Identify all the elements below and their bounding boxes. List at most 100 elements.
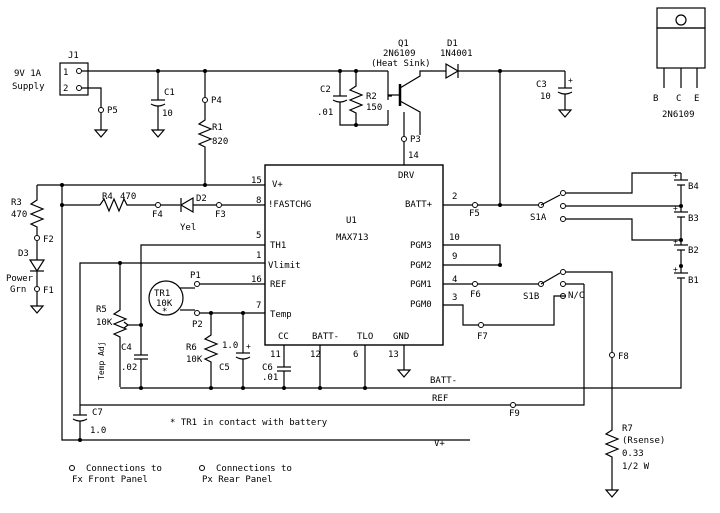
c4-ref: C4 [121,343,132,353]
p1-label: P1 [190,271,201,281]
f1-label: F1 [43,286,54,296]
d3-ref: D3 [18,249,29,259]
tr1-mark: * [162,307,167,317]
f6-label: F6 [470,290,481,300]
pin-2-num: 2 [452,192,457,202]
d2-color: Yel [180,223,196,233]
pin-pgm3-name: PGM3 [410,241,432,251]
r6-resistor: R6 10K [186,313,219,388]
c4-value: .02 [121,363,137,373]
f4-label: F4 [152,210,163,220]
r7-resistor: R7 (Rsense) 0.33 1/2 W [622,424,665,472]
r2-value: 150 [366,103,382,113]
c2-r2-group: C2 .01 R2 150 [317,69,388,127]
pin-temp-name: Temp [270,310,292,320]
c2-ref: C2 [320,85,331,95]
pin-1-num: 1 [256,251,261,261]
d2-led: D2 Yel [161,194,216,233]
r1-resistor: P4 R1 820 [197,69,228,185]
d2-ref: D2 [196,194,207,204]
svg-text:+: + [673,204,678,213]
q1-transistor: Q1 2N6109 (Heat Sink) [371,39,440,135]
pin-8-num: 8 [256,196,261,206]
u1-chip: U1 MAX713 14 DRV 15 V+ 8 !FASTCHG 5 TH1 … [251,151,460,360]
pin-cc-name: CC [278,332,289,342]
q1-note: (Heat Sink) [371,59,431,69]
d1-part: 1N4001 [440,49,473,59]
r3-resistor: R3 470 [11,185,45,235]
s1b-nc: N/C [568,291,584,301]
p3-label: P3 [410,135,421,145]
net-ref: REF [432,394,448,404]
pin-4-num: 4 [452,275,457,285]
pin-battminus-name: BATT- [312,332,339,342]
pin-th1-name: TH1 [270,241,286,251]
package-part: 2N6109 [662,110,695,120]
s1b-switch: S1B N/C [523,269,584,302]
svg-text:+: + [673,237,678,246]
c3-ref: C3 [536,80,547,90]
c1-ref: C1 [164,88,175,98]
c5-value: 1.0 [222,341,238,351]
pin-gnd-name: GND [393,332,409,342]
battery-b3: B3 [688,214,699,224]
r7-ref: R7 [622,424,633,434]
supply-label-1: 9V 1A [14,69,42,79]
pin-12-num: 12 [310,350,321,360]
r4-value: 470 [120,192,136,202]
f5-label: F5 [469,209,480,219]
package-lead-b: B [653,94,658,104]
transistor-package: B C E 2N6109 [653,7,706,120]
c7-capacitor: C7 1.0 [72,405,106,442]
pin-drv-name: DRV [398,171,415,181]
c6-capacitor: C6 .01 [262,345,291,388]
j1-pin2: 2 [63,84,68,94]
r5-note: Temp Adj [97,341,106,380]
p5-label: P5 [107,106,118,116]
c3-capacitor: C3 10 + [498,69,573,118]
svg-text:+: + [568,76,573,85]
d3-label-power: Power [6,274,34,284]
pin-3-num: 3 [452,293,457,303]
pin-vplus-name: V+ [272,180,283,190]
d1-diode: D1 1N4001 [440,39,473,80]
c6-ref: C6 [262,363,273,373]
d3-label-grn: Grn [10,285,26,295]
pin-14-num: 14 [408,151,419,161]
r1-value: 820 [212,137,228,147]
c4-capacitor: C4 .02 [121,343,148,388]
u1-part: MAX713 [336,233,369,243]
legend-rear-2: Px Rear Panel [202,475,272,485]
battery-b1: B1 [688,276,699,286]
tr1-note: * TR1 in contact with battery [170,418,328,428]
r7-value: 0.33 [622,449,644,459]
r6-ref: R6 [186,343,197,353]
c7-value: 1.0 [90,426,106,436]
p4-label: P4 [211,96,222,106]
c7-ref: C7 [92,408,103,418]
u1-ref: U1 [346,216,357,226]
j1-pin1: 1 [63,68,68,78]
f2-label: F2 [43,235,54,245]
battery-b2: B2 [688,246,699,256]
net-batt-minus: BATT- [430,376,457,386]
s1a-switch: S1A [530,190,566,223]
f9-label: F9 [509,409,520,419]
c5-capacitor: 1.0 C5 + [219,311,251,388]
r2-ref: R2 [366,92,377,102]
f7-label: F7 [477,332,488,342]
pin-6-num: 6 [353,350,358,360]
battery-b4: B4 [688,182,699,192]
pin-16-num: 16 [251,275,262,285]
r1-ref: R1 [212,123,223,133]
net-vplus: V+ [434,439,445,449]
f8-label: F8 [618,352,629,362]
pin-vlimit-name: Vlimit [268,261,301,271]
legend-rear-1: Connections to [216,464,292,474]
pin-pgm2-name: PGM2 [410,261,432,271]
d3-led: D3 Power Grn [6,241,46,295]
pin-13-num: 13 [388,350,399,360]
legend-front-2: Fx Front Panel [72,475,148,485]
c3-value: 10 [540,92,551,102]
r7-power: 1/2 W [622,462,650,472]
